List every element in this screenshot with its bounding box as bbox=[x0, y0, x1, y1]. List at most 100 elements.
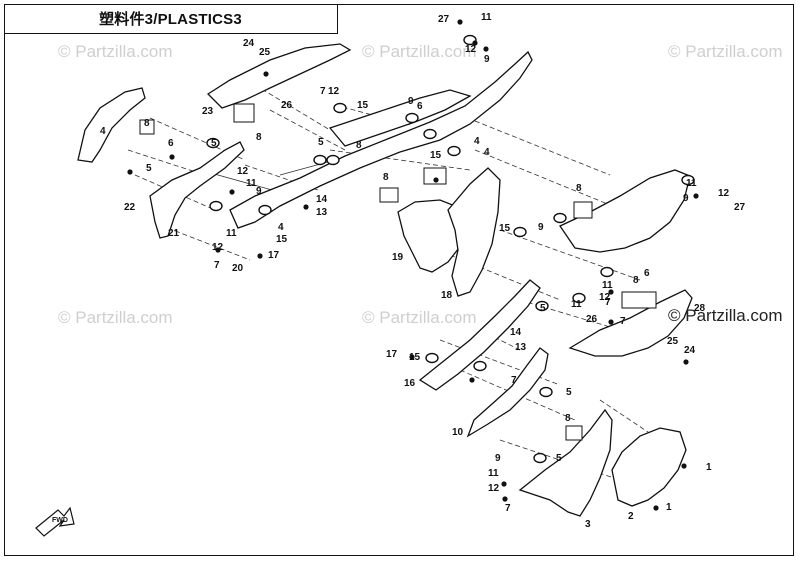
grommet-13 bbox=[535, 300, 549, 312]
screw-13 bbox=[469, 377, 475, 383]
callout-c11e: 11 bbox=[602, 280, 613, 291]
callout-c11a: 11 bbox=[481, 12, 492, 23]
callout-c8e: 8 bbox=[576, 183, 582, 194]
screw-group bbox=[127, 19, 699, 511]
callout-c4c: 4 bbox=[474, 136, 480, 147]
label-plate-8e bbox=[573, 201, 593, 219]
screw-6 bbox=[257, 253, 263, 259]
label-plate-8a bbox=[139, 119, 155, 135]
callout-c14a: 14 bbox=[316, 194, 328, 205]
callout-c8f: 8 bbox=[633, 275, 639, 286]
grommet-group bbox=[206, 34, 695, 464]
watermark-6: © Partzilla.com bbox=[668, 306, 783, 325]
callout-c5d: 5 bbox=[540, 303, 546, 314]
callout-c6a: 6 bbox=[168, 138, 174, 149]
watermark-5: © Partzilla.com bbox=[362, 308, 477, 327]
callout-c9b: 9 bbox=[408, 96, 414, 107]
callout-c5a: 5 bbox=[211, 138, 217, 149]
screw-18 bbox=[409, 354, 415, 360]
callout-c16: 16 bbox=[404, 378, 416, 389]
screw-15 bbox=[502, 496, 508, 502]
grommet-16 bbox=[681, 174, 695, 186]
forward-arrow-icon: FWD bbox=[35, 506, 75, 537]
grommet-8 bbox=[600, 266, 614, 278]
page-title: 塑料件3/PLASTICS3 bbox=[99, 11, 242, 28]
callout-c25a: 25 bbox=[259, 47, 271, 58]
right-upper-fender bbox=[559, 169, 691, 253]
callout-c4a: 4 bbox=[100, 126, 106, 137]
callout-c27b: 27 bbox=[734, 202, 746, 213]
grommet-1 bbox=[326, 154, 340, 166]
label-plate-8d bbox=[423, 167, 447, 185]
callout-c15d: 15 bbox=[499, 223, 511, 234]
callout-c7d: 7 bbox=[620, 316, 626, 327]
callout-c23: 23 bbox=[202, 106, 214, 117]
callout-c6c: 6 bbox=[644, 268, 650, 279]
callout-c15b: 15 bbox=[276, 234, 288, 245]
callout-c9a: 9 bbox=[484, 54, 490, 65]
callout-c11d: 11 bbox=[686, 178, 697, 189]
screw-17 bbox=[653, 505, 659, 511]
screw-19 bbox=[215, 247, 221, 253]
part-10-bracket bbox=[466, 347, 549, 438]
callout-c15e: 15 bbox=[409, 352, 421, 363]
screw-3 bbox=[127, 169, 133, 175]
callout-c15c: 15 bbox=[430, 150, 442, 161]
callout-c4b: 4 bbox=[278, 222, 284, 233]
callout-c5e: 5 bbox=[566, 387, 572, 398]
callout-c8a: 8 bbox=[256, 132, 262, 143]
grommet-2 bbox=[258, 204, 272, 216]
callout-c5f: 5 bbox=[556, 453, 562, 464]
callout-c7c: 7 bbox=[605, 297, 611, 308]
screw-0 bbox=[457, 19, 463, 25]
callout-c17a: 17 bbox=[268, 250, 280, 261]
callout-c11g: 11 bbox=[488, 468, 499, 479]
callout-c26b: 26 bbox=[586, 314, 598, 325]
callout-c7b: 7 bbox=[214, 260, 220, 271]
grommet-12 bbox=[473, 360, 487, 372]
screw-10 bbox=[608, 289, 614, 295]
grommet-9 bbox=[572, 292, 586, 304]
label-plate-8g bbox=[565, 425, 583, 441]
screw-1 bbox=[263, 71, 269, 77]
callout-c28: 28 bbox=[694, 303, 706, 314]
callout-c17b: 17 bbox=[386, 349, 398, 360]
label-plate-8c bbox=[379, 187, 399, 203]
callout-c24a: 24 bbox=[243, 38, 255, 49]
callout-c11b: 11 bbox=[246, 178, 257, 189]
callout-c8c: 8 bbox=[356, 140, 362, 151]
callout-c25b: 25 bbox=[667, 336, 679, 347]
callout-c14b: 14 bbox=[510, 327, 522, 338]
callout-c9e: 9 bbox=[538, 222, 544, 233]
callout-c27a: 27 bbox=[438, 14, 450, 25]
callout-c21: 21 bbox=[168, 228, 180, 239]
watermark-2: © Partzilla.com bbox=[362, 42, 477, 61]
callout-c15a: 15 bbox=[357, 100, 369, 111]
screw-7 bbox=[483, 46, 489, 52]
callout-c1a: 1 bbox=[706, 462, 712, 473]
screw-2 bbox=[169, 154, 175, 160]
callout-c8b: 8 bbox=[144, 118, 150, 129]
callout-c9f: 9 bbox=[495, 453, 501, 464]
callout-c24b: 24 bbox=[684, 345, 696, 356]
callout-c4d: 4 bbox=[484, 147, 490, 158]
frame-upper-bracket bbox=[328, 89, 472, 147]
callout-c5c: 5 bbox=[318, 137, 324, 148]
grommet-17 bbox=[333, 102, 347, 114]
screw-9 bbox=[693, 193, 699, 199]
screw-16 bbox=[681, 463, 687, 469]
callout-c5b: 5 bbox=[146, 163, 152, 174]
grommet-6 bbox=[447, 145, 461, 157]
callout-c9c: 9 bbox=[256, 186, 262, 197]
grommet-11 bbox=[425, 352, 439, 364]
callout-c12c: 12 bbox=[237, 166, 249, 177]
callout-c2: 2 bbox=[628, 511, 634, 522]
watermark-3: © Partzilla.com bbox=[668, 42, 783, 61]
main-frame-rail bbox=[229, 50, 533, 229]
callout-c1b: 1 bbox=[666, 502, 672, 513]
callout-c20: 20 bbox=[232, 263, 244, 274]
callout-c13b: 13 bbox=[515, 342, 527, 353]
callout-c11f: 11 bbox=[571, 299, 582, 310]
part-28-rear-panel bbox=[568, 289, 693, 357]
